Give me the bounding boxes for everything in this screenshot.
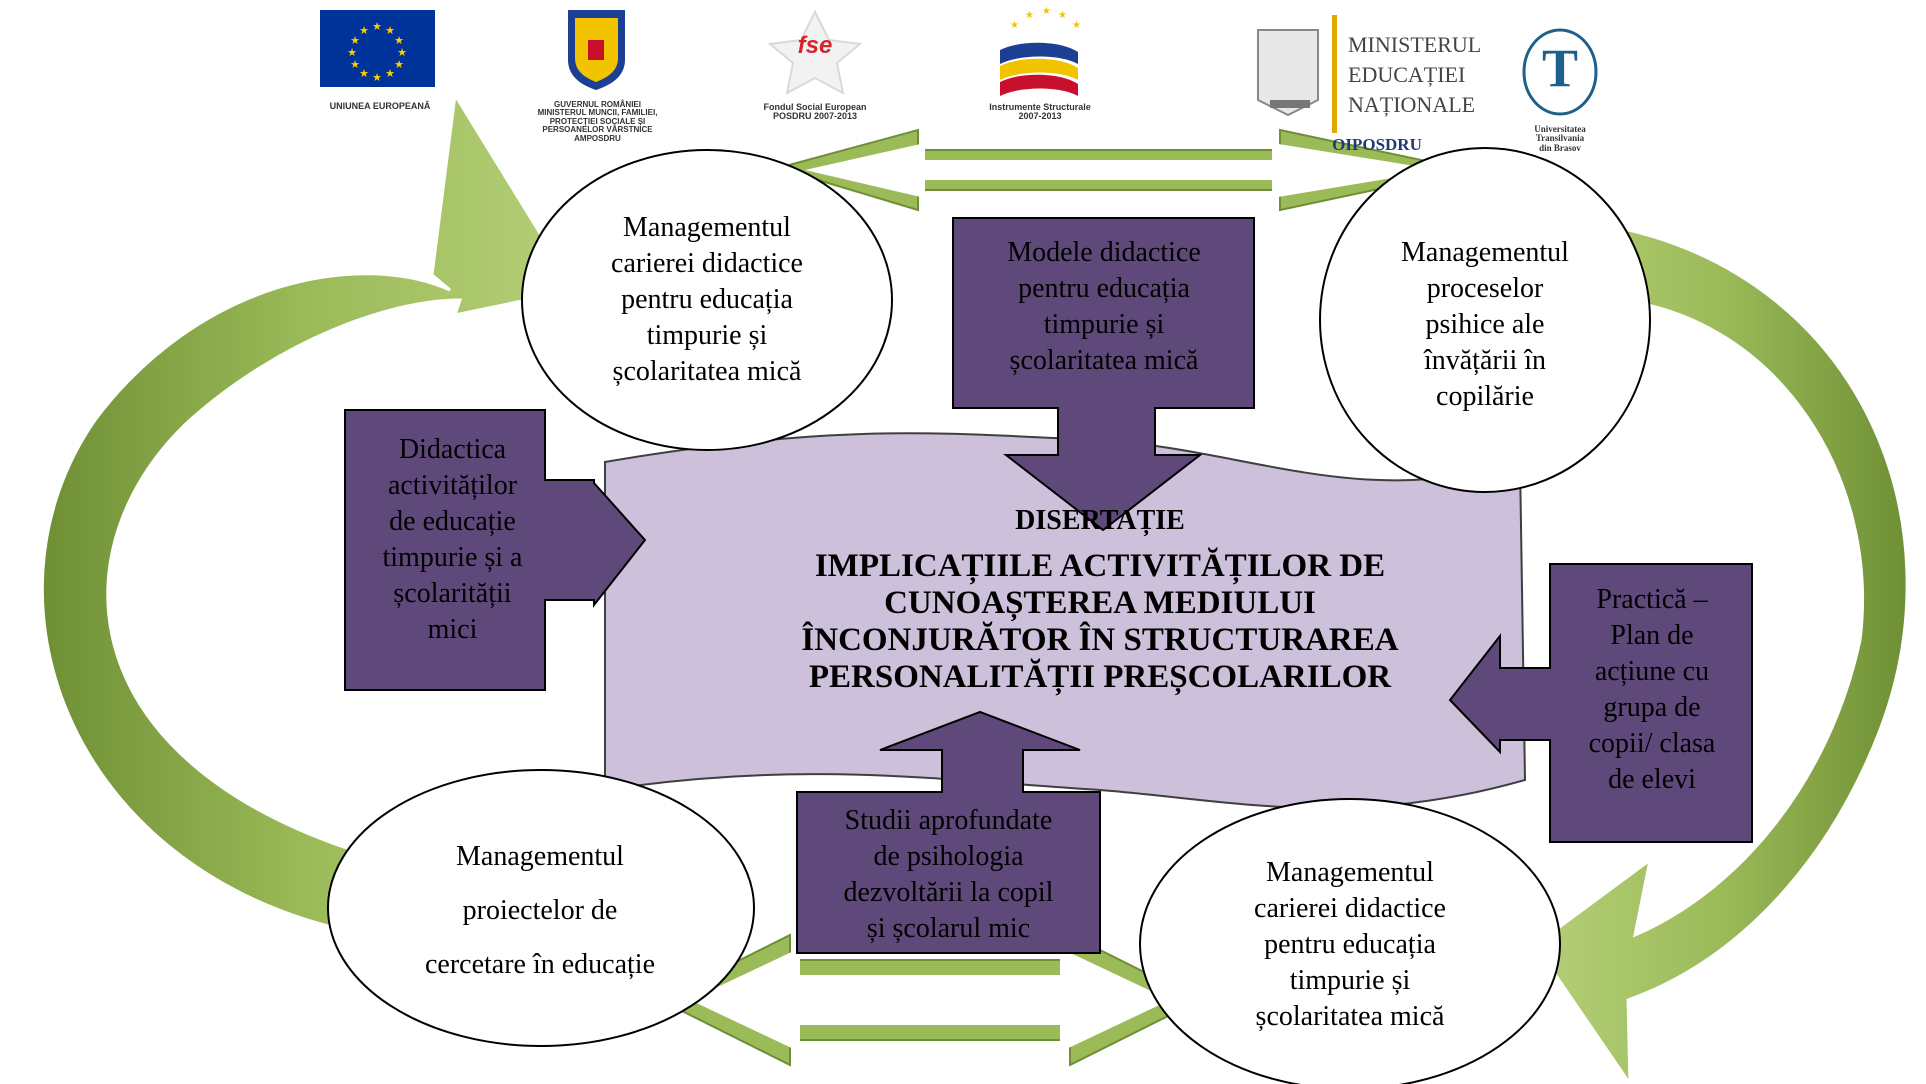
gov-logo-caption: GUVERNUL ROMÂNIEI MINISTERUL MUNCII, FAM… [537, 100, 658, 143]
svg-text:★: ★ [359, 24, 369, 37]
eu-flag-logo: ★★★ ★★★ ★★★ ★★★ [320, 10, 435, 87]
svg-text:★: ★ [350, 34, 360, 47]
fse-star-logo [767, 9, 863, 95]
ministry-logo-text: MINISTERUL EDUCAȚIEI NAȚIONALE [1348, 32, 1482, 117]
svg-text:★: ★ [385, 67, 395, 80]
svg-text:★: ★ [1010, 20, 1019, 31]
center-title-text: IMPLICAȚIILE ACTIVITĂȚILOR DE CUNOAȘTERE… [801, 548, 1399, 695]
oval-top-right [1319, 147, 1651, 493]
callout-arrow-bottom [796, 710, 1101, 954]
box-right-text: Practică – Plan de acțiune cu grupa de c… [1588, 584, 1716, 795]
center-banner [604, 432, 1527, 810]
eu-logo-caption: UNIUNEA EUROPEANĂ [329, 101, 431, 111]
is-logo-caption: Instrumente Structurale 2007-2013 [989, 102, 1091, 122]
structural-instruments-logo: ★ ★ ★ ★ ★ [1000, 6, 1081, 96]
oval-top-left [521, 149, 893, 451]
romania-coat-of-arms-logo [568, 10, 625, 90]
svg-text:★: ★ [394, 34, 404, 47]
svg-text:★: ★ [397, 46, 407, 59]
curved-arrow-right [1532, 226, 1909, 1084]
ministry-divider-bar [1332, 15, 1337, 133]
center-heading: DISERTAȚIE [1015, 505, 1185, 536]
oval-bottom-right-text: Managementul carierei didactice pentru e… [1254, 857, 1446, 1032]
svg-text:★: ★ [385, 24, 395, 37]
oval-bottom-right [1139, 798, 1561, 1084]
oval-bottom-left [327, 769, 755, 1047]
double-arrow-top-inner [805, 143, 1440, 198]
ministry-crest-logo [1257, 29, 1319, 117]
svg-text:★: ★ [394, 58, 404, 71]
svg-text:★: ★ [347, 46, 357, 59]
university-logo [1522, 28, 1598, 116]
svg-text:★: ★ [350, 58, 360, 71]
oval-top-left-text: Managementul carierei didactice pentru e… [611, 212, 803, 387]
svg-text:★: ★ [372, 20, 382, 33]
callout-arrow-right [1448, 563, 1753, 843]
fse-logo-mark: fse [797, 32, 833, 59]
university-logo-mark: T [1541, 38, 1579, 98]
svg-text:★: ★ [1058, 10, 1067, 21]
curved-arrow-left [40, 90, 578, 937]
svg-text:★: ★ [1042, 6, 1051, 17]
svg-text:★: ★ [1025, 10, 1034, 21]
double-arrow-bottom-inner [690, 948, 1170, 1052]
university-logo-caption: Universitatea Transilvania din Brasov [1534, 124, 1586, 153]
oval-bottom-left-text: Managementul proiectelor de cercetare în… [424, 840, 656, 980]
svg-text:★: ★ [359, 67, 369, 80]
callout-arrow-top [952, 217, 1255, 532]
fse-logo-caption: Fondul Social European POSDRU 2007-2013 [763, 102, 867, 122]
box-left-text: Didactica activităților de educație timp… [382, 434, 523, 645]
svg-text:★: ★ [372, 71, 382, 84]
callout-arrow-left [344, 409, 647, 691]
oiposdru-label: OIPOSDRU [1332, 135, 1422, 154]
oval-top-right-text: Managementul proceselor psihice ale învă… [1401, 237, 1569, 412]
box-top-text: Modele didactice pentru educația timpuri… [1007, 237, 1201, 376]
box-bottom-text: Studii aprofundate de psihologia dezvolt… [843, 805, 1054, 944]
svg-text:★: ★ [1072, 20, 1081, 31]
